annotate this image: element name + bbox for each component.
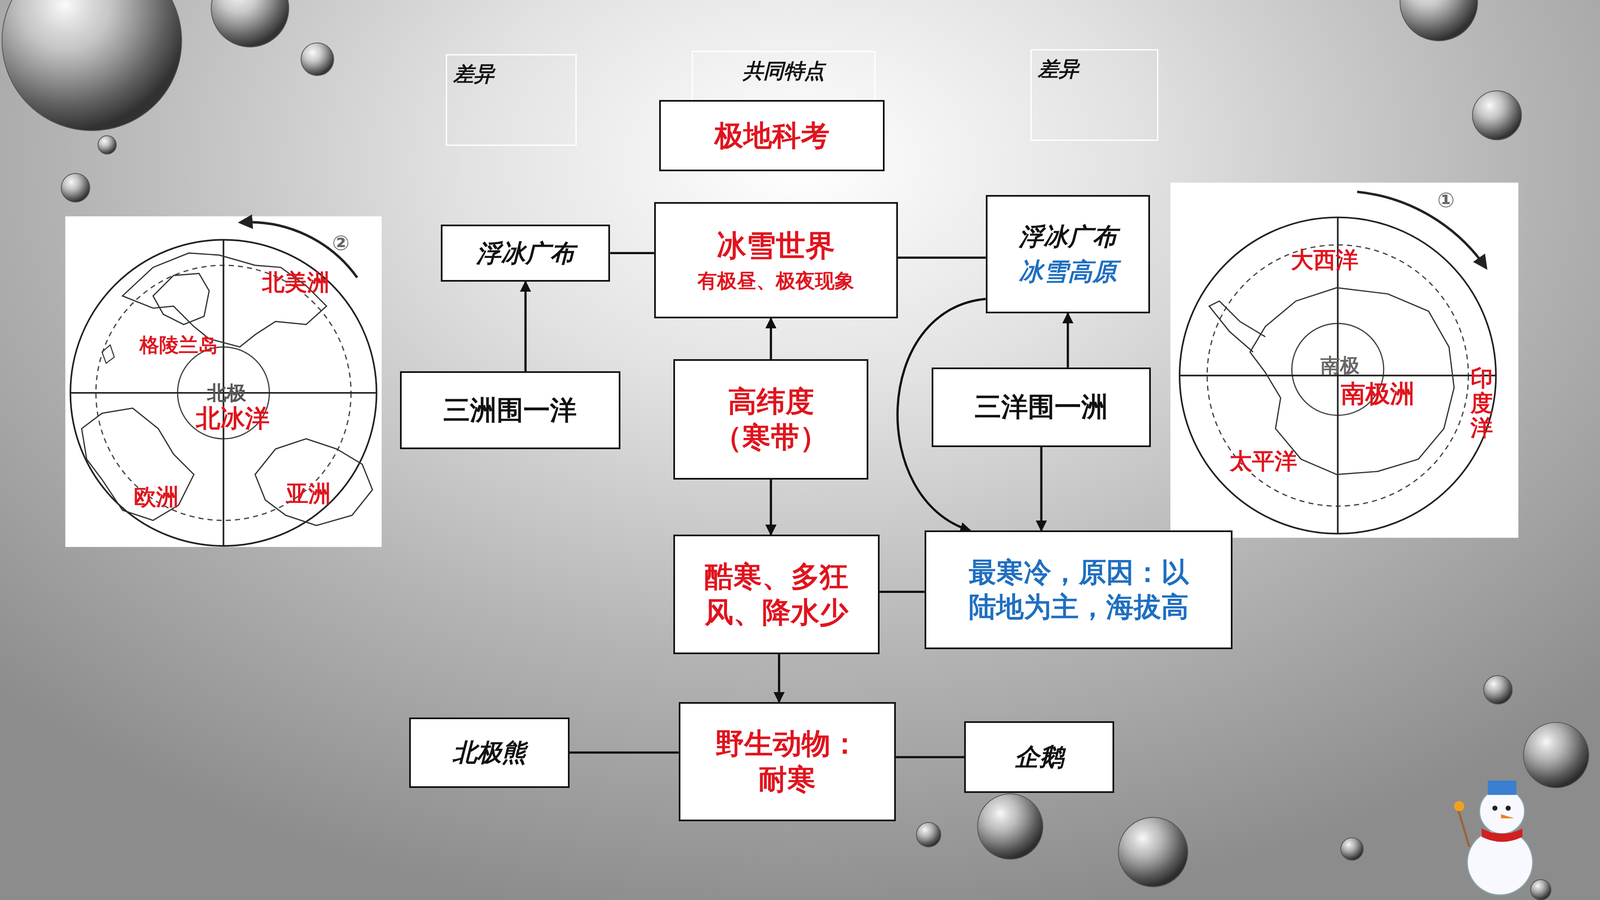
- node-text: 野生动物：耐寒: [711, 725, 863, 798]
- antarctic-map: [1170, 182, 1519, 538]
- node-text: 三洋围一洲: [974, 390, 1108, 424]
- node-text: 企鹅: [1014, 741, 1064, 773]
- process-box: 冰雪世界有极昼、极夜现象: [654, 202, 898, 319]
- common-box: 共同特点: [691, 50, 876, 102]
- map-label: 格陵兰岛: [139, 331, 218, 358]
- map-label: 太平洋: [1229, 445, 1298, 477]
- map-label: 南极: [1320, 352, 1360, 379]
- map-label: 北美洲: [262, 267, 330, 298]
- node-text: 冰雪高原: [1018, 256, 1118, 287]
- connector: [1066, 313, 1069, 368]
- process-box: 浮冰广布冰雪高原: [985, 195, 1150, 314]
- connector: [769, 479, 772, 535]
- connector: [777, 654, 780, 703]
- arctic-map: [65, 216, 382, 547]
- difference-box: 差异: [445, 54, 577, 146]
- process-box: 酷寒、多狂风、降水少: [673, 534, 880, 655]
- connector: [769, 318, 772, 360]
- node-text: 浮冰广布: [476, 237, 575, 269]
- process-box: 三洲围一洋: [400, 371, 621, 449]
- process-box: 企鹅: [964, 721, 1115, 793]
- node-text: 北极熊: [452, 737, 527, 768]
- map-label: 欧洲: [133, 481, 179, 513]
- connector: [524, 281, 527, 372]
- map-label: 北冰洋: [195, 402, 270, 435]
- map-label: 南极洲: [1340, 377, 1415, 411]
- difference-box: 差异: [1030, 49, 1158, 141]
- connector: [895, 755, 965, 758]
- map-label: 北极: [207, 379, 247, 406]
- node-text: 有极昼、极夜现象: [697, 268, 855, 293]
- connector: [610, 252, 654, 255]
- vertical-map-label: 印度洋: [1470, 365, 1493, 440]
- map-label: 亚洲: [285, 478, 331, 510]
- map-label: 大西洋: [1290, 245, 1359, 276]
- node-text: 共同特点: [742, 58, 825, 84]
- process-box: 三洋围一洲: [931, 367, 1152, 448]
- title-box: 极地科考: [659, 100, 885, 172]
- map-label: ①: [1437, 188, 1455, 213]
- node-text: 酷寒、多狂风、降水少: [700, 558, 853, 630]
- process-box: 野生动物：耐寒: [678, 702, 897, 822]
- connector: [1040, 447, 1043, 531]
- node-text: 浮冰广布: [1018, 221, 1118, 252]
- node-text: 极地科考: [714, 117, 830, 154]
- process-box: 高纬度（寒带）: [673, 359, 869, 480]
- map-label: ②: [332, 230, 350, 255]
- process-box: 北极熊: [409, 717, 570, 788]
- process-box: 最寒冷，原因：以陆地为主，海拔高: [924, 530, 1233, 649]
- node-text: 高纬度（寒带）: [709, 383, 833, 455]
- node-text: 三洲围一洋: [443, 393, 577, 428]
- connector: [569, 751, 679, 754]
- snowman: [1454, 780, 1533, 895]
- connector: [879, 590, 925, 593]
- node-text: 差异: [1037, 56, 1079, 82]
- connector: [897, 256, 986, 259]
- node-text: 最寒冷，原因：以陆地为主，海拔高: [962, 555, 1195, 625]
- node-text: 差异: [453, 61, 495, 87]
- process-box: 浮冰广布: [440, 224, 611, 282]
- node-text: 冰雪世界: [716, 227, 835, 265]
